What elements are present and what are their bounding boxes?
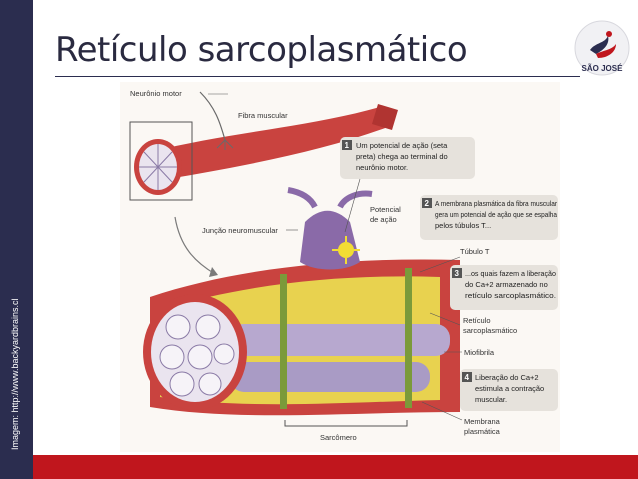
label-sarcomero: Sarcômero — [320, 433, 357, 442]
callout-1 — [340, 137, 475, 179]
step-2-line-3: pelos túbulos T... — [435, 221, 491, 230]
step-1-line-3: neurônio motor. — [356, 163, 408, 172]
cross-fibril — [195, 314, 221, 340]
zoom-arrow-head — [209, 267, 218, 277]
zoom-arrow — [174, 216, 216, 275]
step-1-line-2: preta) chega ao terminal do — [356, 152, 448, 161]
label-miofibrila: Miofibrila — [464, 348, 495, 357]
step-4-line-2: estimula a contração — [475, 384, 544, 393]
step-3-line-2: do Ca+2 armazenado no — [465, 280, 548, 289]
callout-1-pointer — [344, 178, 361, 233]
inset-box — [129, 121, 193, 201]
t-tubule-1 — [280, 274, 287, 409]
label-neuronio-motor: Neurônio motor — [130, 89, 182, 98]
t-tubule-2 — [405, 268, 412, 408]
step-1-line-1: Um potencial de ação (seta — [356, 141, 448, 150]
sao-jose-logo-icon — [574, 20, 630, 76]
callout-3 — [450, 265, 558, 310]
inset-fibrils — [139, 144, 177, 190]
label-tubulo-t: Túbulo T — [460, 247, 490, 256]
callout-3-badge — [452, 268, 462, 278]
label-reticulo-2: sarcoplasmático — [463, 326, 517, 335]
sarcomere-bracket — [284, 420, 408, 427]
label-membrana-2: plasmática — [464, 427, 501, 436]
leader-tubulo — [419, 256, 461, 273]
leader-membrana — [421, 401, 463, 421]
slide-title: Retículo sarcoplasmático — [55, 30, 468, 70]
motor-neuron-axon — [199, 91, 226, 141]
step-1-number: 1 — [345, 141, 350, 150]
logo-text: SÃO JOSÉ — [581, 64, 623, 73]
label-potencial-acao-1: Potencial — [370, 205, 401, 214]
action-potential-rays — [332, 236, 360, 264]
callout-4-badge — [462, 372, 472, 382]
image-credit: Imagem: http://www.backyardbrains.cl — [10, 298, 20, 450]
step-4-number: 4 — [465, 373, 470, 382]
label-juncao-neuromuscular: Junção neuromuscular — [202, 226, 278, 235]
callout-2 — [420, 195, 558, 240]
myofibril-2 — [230, 362, 430, 392]
step-4-line-1: Liberação do Ca+2 — [475, 373, 539, 382]
step-3-number: 3 — [455, 269, 460, 278]
label-fibra-muscular: Fibra muscular — [238, 111, 288, 120]
fiber-end — [372, 104, 398, 130]
muscle-fiber-diagram: Neurônio motor Fibra muscular Potencial … — [120, 82, 560, 452]
cross-fibril — [187, 344, 213, 370]
cross-fibril — [213, 343, 235, 365]
cross-fibril — [169, 371, 195, 397]
step-2-line-1: A membrana plasmática da fibra muscular — [435, 199, 557, 208]
action-potential-burst — [338, 242, 354, 258]
step-3-line-1: ...os quais fazem a liberação — [465, 269, 556, 278]
label-membrana-1: Membrana — [464, 417, 501, 426]
footer-bar — [33, 455, 638, 479]
label-potencial-acao-2: de ação — [370, 215, 397, 224]
cross-fibril — [198, 372, 222, 396]
myofibril-1 — [230, 324, 450, 356]
step-4-line-3: muscular. — [475, 395, 507, 404]
label-reticulo-1: Retículo — [463, 316, 491, 325]
step-3-line-3: retículo sarcoplasmático. — [465, 291, 556, 300]
step-2-number: 2 — [425, 199, 430, 208]
callout-4 — [460, 369, 558, 411]
leader-reticulo — [429, 312, 461, 326]
axon-terminal — [287, 187, 373, 209]
neuron-terminals — [216, 139, 234, 150]
cross-fibril — [159, 344, 185, 370]
muscle-fiber-shape — [150, 107, 388, 182]
side-bar — [0, 0, 33, 479]
step-2-line-2: gera um potencial de ação que se espalha — [435, 210, 558, 219]
callout-2-badge — [422, 198, 432, 208]
cross-fibril — [165, 314, 191, 340]
callout-1-badge — [342, 140, 352, 150]
title-underline — [55, 76, 580, 77]
